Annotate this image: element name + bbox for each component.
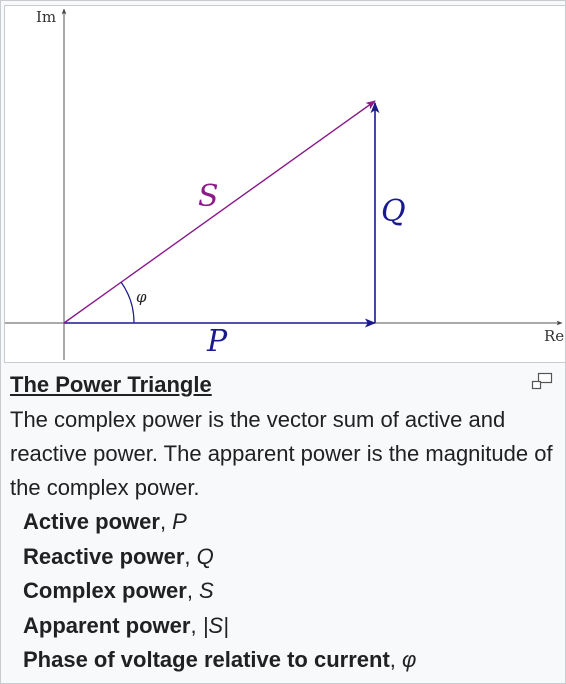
legend-item: Apparent power, |S| [23, 612, 229, 638]
reactive-power-label: Q [381, 194, 406, 229]
legend-item: Phase of voltage relative to current, φ [23, 647, 417, 672]
complex-power-vector [63, 100, 376, 324]
legend-symbol: |S| [202, 612, 229, 638]
legend-term: Reactive power [23, 543, 185, 569]
legend-term: Complex power [23, 578, 187, 603]
legend-item: Reactive power, Q [23, 543, 214, 569]
legend-list: Active power, P Reactive power, Q Comple… [10, 505, 558, 678]
legend-item: Complex power, S [23, 578, 214, 603]
legend-symbol: S [199, 578, 214, 603]
legend-symbol: φ [402, 647, 417, 672]
caption-description: The complex power is the vector sum of a… [10, 407, 553, 500]
legend-symbol: P [172, 509, 187, 534]
magnify-icon[interactable] [531, 372, 553, 390]
legend-item: Active power, P [23, 509, 187, 534]
phase-angle-label: φ [136, 288, 147, 306]
real-axis-label: Re [544, 327, 564, 345]
legend-term: Phase of voltage relative to current [23, 647, 390, 672]
imaginary-axis-label: Im [36, 8, 56, 26]
caption-title: The Power Triangle [10, 372, 212, 397]
legend-term: Active power [23, 509, 160, 534]
complex-power-label: S [198, 179, 219, 214]
figure-caption: The Power Triangle The complex power is … [10, 369, 558, 678]
power-triangle-diagram[interactable]: Im Re P Q S φ [4, 5, 566, 363]
power-triangle-svg: Im Re P Q S φ [5, 8, 564, 360]
phase-angle-arc [120, 281, 135, 324]
active-power-label: P [206, 324, 228, 359]
legend-symbol: Q [196, 543, 214, 569]
legend-term: Apparent power [23, 612, 191, 638]
